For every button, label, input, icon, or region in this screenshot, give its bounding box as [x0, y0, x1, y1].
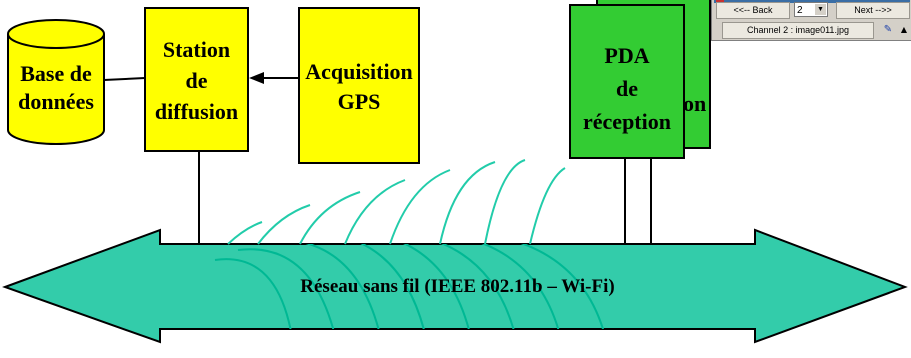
- chevron-down-icon[interactable]: ▼: [815, 4, 826, 15]
- gps-box: [298, 7, 420, 164]
- page-select[interactable]: 2 ▼: [794, 2, 828, 17]
- network-label: Réseau sans fil (IEEE 802.11b – Wi-Fi): [300, 276, 615, 297]
- network-arrow: [2, 228, 908, 344]
- db-station-line: [103, 77, 146, 81]
- outer-arc-8: [529, 167, 566, 245]
- pda-front-box: [569, 4, 685, 159]
- outer-arc-6: [439, 161, 496, 245]
- viewer-close-marker: [716, 0, 724, 2]
- next-button[interactable]: Next -->>: [836, 2, 910, 19]
- wifi-waves-outer: [227, 159, 566, 245]
- outer-arc-5: [389, 169, 451, 245]
- image-viewer-toolbar: <<-- Back 2 ▼ Next -->> Channel 2 : imag…: [711, 0, 911, 41]
- spin-icon[interactable]: ▲: [900, 25, 908, 34]
- gps-label: Acquisition GPS: [305, 59, 413, 114]
- station-box: [144, 7, 249, 152]
- page-select-value: 2: [797, 5, 803, 16]
- station-label: Station de diffusion: [154, 36, 239, 124]
- database-cylinder: [7, 19, 105, 145]
- gps-station-arrowhead: [249, 72, 264, 84]
- outer-arc-1: [227, 221, 263, 245]
- pda-label: PDA de réception: [583, 42, 671, 134]
- database-label: Base de données: [18, 61, 94, 114]
- outer-arc-2: [257, 204, 311, 245]
- pen-icon[interactable]: ✎: [883, 24, 893, 35]
- pda-back-label-fragment: on: [683, 90, 707, 116]
- back-button[interactable]: <<-- Back: [716, 2, 790, 19]
- viewer-titlebar-strip: [714, 0, 910, 3]
- outer-arc-7: [484, 159, 526, 245]
- viewer-status-text: Channel 2 : image011.jpg: [722, 22, 874, 39]
- outer-arc-3: [299, 191, 361, 245]
- outer-arc-4: [344, 179, 406, 245]
